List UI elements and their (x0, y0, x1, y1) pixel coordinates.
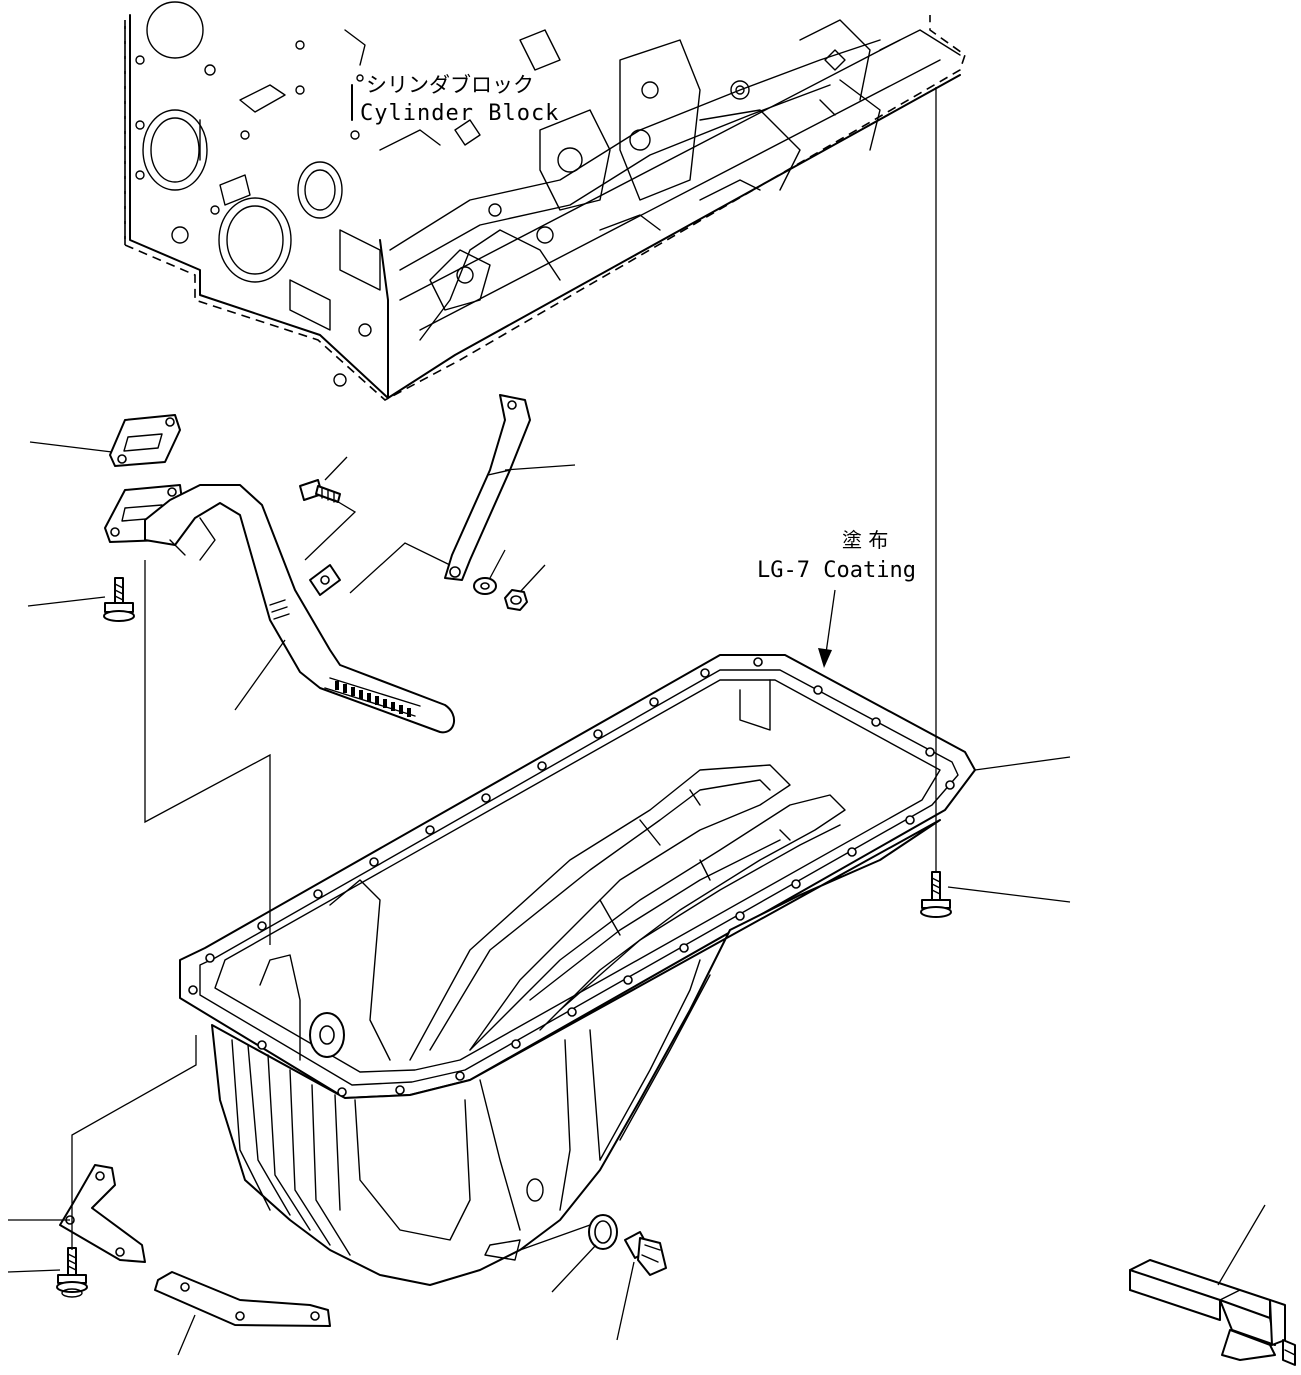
coating-label: 塗 布 LG-7 Coating (757, 528, 916, 668)
stiffener-plate-lower (154, 1271, 331, 1327)
nut (504, 589, 528, 611)
suction-pipe (104, 484, 455, 734)
leader-lines (7, 87, 1266, 1356)
bolt-oil-pan (920, 871, 952, 918)
bolt-flange (103, 577, 135, 622)
installation-tool (1129, 1259, 1296, 1366)
coating-label-en: LG-7 Coating (757, 558, 916, 583)
drain-plug (624, 1231, 667, 1276)
cylinder-block-label-en: Cylinder Block (360, 101, 559, 126)
pipe-bracket (444, 394, 531, 581)
cylinder-block-label: シリンダブロック Cylinder Block (351, 73, 559, 126)
o-ring (588, 1214, 618, 1250)
cylinder-block-label-jp: シリンダブロック (366, 73, 534, 97)
washer (473, 577, 497, 595)
suction-gasket (109, 414, 181, 467)
bolt-pipe-bracket (299, 479, 341, 503)
cylinder-block (124, 1, 966, 401)
oil-pan (179, 654, 976, 1286)
oil-pan-flange-holes (188, 657, 955, 1097)
bolt-stiffener (56, 1247, 88, 1298)
coating-label-jp: 塗 布 (842, 528, 888, 552)
